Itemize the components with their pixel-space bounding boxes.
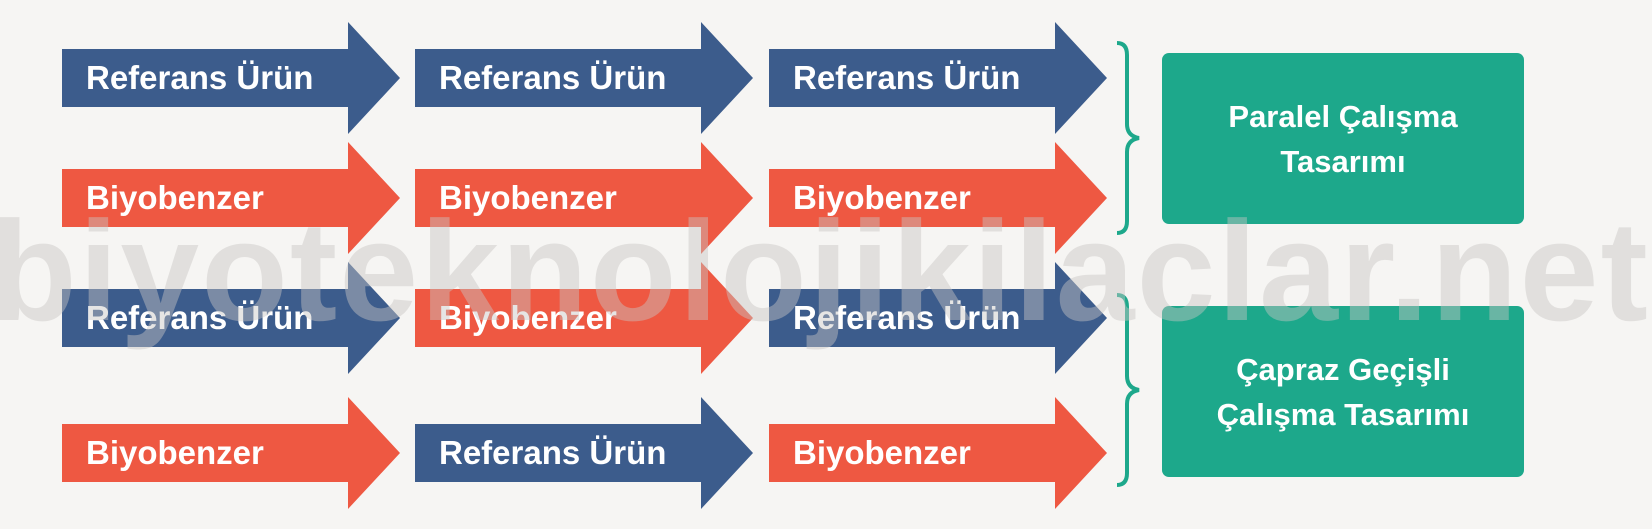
arrow-label: Biyobenzer [793, 179, 971, 216]
arrow-label: Referans Ürün [86, 299, 314, 336]
bracket-parallel [1116, 41, 1140, 235]
parallel-design-box: Paralel Çalışma Tasarımı [1162, 53, 1524, 224]
biosimilar-arrow: Biyobenzer [415, 262, 753, 374]
arrow-label: Referans Ürün [793, 59, 1021, 96]
arrow-label: Biyobenzer [793, 434, 971, 471]
crossover-design-box: Çapraz Geçişli Çalışma Tasarımı [1162, 306, 1524, 477]
biosimilar-arrow: Biyobenzer [415, 142, 753, 254]
arrow-label: Referans Ürün [793, 299, 1021, 336]
biosimilar-arrow: Biyobenzer [62, 142, 400, 254]
biosimilar-arrow: Biyobenzer [769, 397, 1107, 509]
biosimilar-arrow: Biyobenzer [769, 142, 1107, 254]
reference-product-arrow: Referans Ürün [62, 22, 400, 134]
reference-product-arrow: Referans Ürün [769, 22, 1107, 134]
reference-product-arrow: Referans Ürün [415, 397, 753, 509]
bracket-crossover [1116, 293, 1140, 487]
arrow-label: Referans Ürün [86, 59, 314, 96]
arrow-label: Biyobenzer [439, 179, 617, 216]
reference-product-arrow: Referans Ürün [62, 262, 400, 374]
arrow-label: Biyobenzer [86, 179, 264, 216]
arrow-label: Referans Ürün [439, 434, 667, 471]
reference-product-arrow: Referans Ürün [769, 262, 1107, 374]
arrow-label: Biyobenzer [439, 299, 617, 336]
reference-product-arrow: Referans Ürün [415, 22, 753, 134]
arrow-label: Biyobenzer [86, 434, 264, 471]
arrow-label: Referans Ürün [439, 59, 667, 96]
biosimilar-arrow: Biyobenzer [62, 397, 400, 509]
